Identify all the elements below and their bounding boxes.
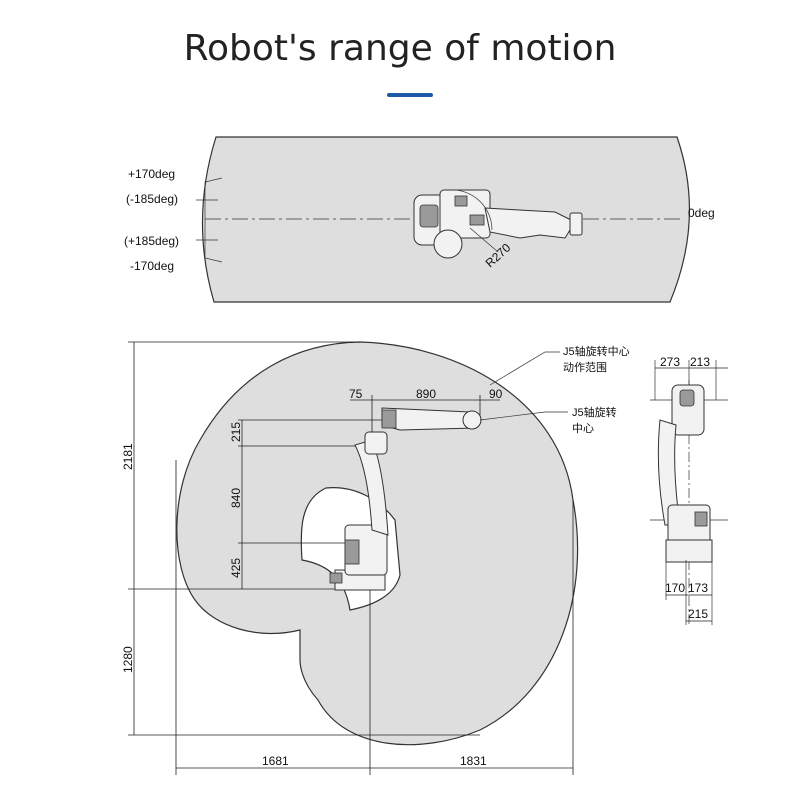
angle-label-minus170: -170deg bbox=[130, 259, 174, 273]
dim-reach-right: 1831 bbox=[460, 754, 487, 768]
dim-840: 840 bbox=[229, 488, 243, 508]
angle-label-plus170: +170deg bbox=[128, 167, 175, 181]
j5-motion-label-line2: 动作范围 bbox=[563, 360, 607, 374]
robot-top-view-icon bbox=[413, 189, 583, 259]
dim-reach-left: 1681 bbox=[262, 754, 289, 768]
front-dim-213: 213 bbox=[690, 355, 710, 369]
j5-motion-label-line1: J5轴旋转中心 bbox=[563, 344, 630, 358]
dim-75: 75 bbox=[349, 387, 363, 401]
page-title: Robot's range of motion bbox=[183, 28, 617, 69]
j5-motion-leader bbox=[489, 351, 560, 386]
front-dim-215: 215 bbox=[688, 607, 708, 621]
angle-label-zero: 0deg bbox=[688, 206, 715, 220]
angle-label-minus185: (-185deg) bbox=[126, 192, 178, 206]
top-view-angle-sector bbox=[204, 177, 223, 263]
top-view: +170deg (-185deg) (+185deg) -170deg 0deg… bbox=[124, 136, 715, 303]
robot-front-view-icon bbox=[657, 384, 713, 563]
dim-215: 215 bbox=[229, 422, 243, 442]
dim-90: 90 bbox=[489, 387, 503, 401]
front-dim-170: 170 bbox=[665, 581, 685, 595]
title-underline bbox=[387, 93, 433, 97]
robot-side-view-icon bbox=[329, 407, 482, 591]
front-dim-273: 273 bbox=[660, 355, 680, 369]
dim-890: 890 bbox=[416, 387, 436, 401]
front-view: 273 213 170 173 215 bbox=[650, 355, 728, 625]
front-dim-173: 173 bbox=[688, 581, 708, 595]
j5-center-label-line2: 中心 bbox=[572, 422, 594, 435]
dim-lower-height: 1280 bbox=[121, 646, 135, 673]
dim-overall-height: 2181 bbox=[121, 443, 135, 470]
j5-center-label-line1: J5轴旋转 bbox=[572, 405, 617, 419]
dim-425: 425 bbox=[229, 558, 243, 578]
side-view: 2181 1280 215 840 425 75 890 90 1681 183… bbox=[121, 341, 630, 775]
radius-leader bbox=[469, 227, 499, 253]
j5-center-leader bbox=[479, 411, 568, 421]
angle-label-plus185: (+185deg) bbox=[124, 234, 179, 248]
